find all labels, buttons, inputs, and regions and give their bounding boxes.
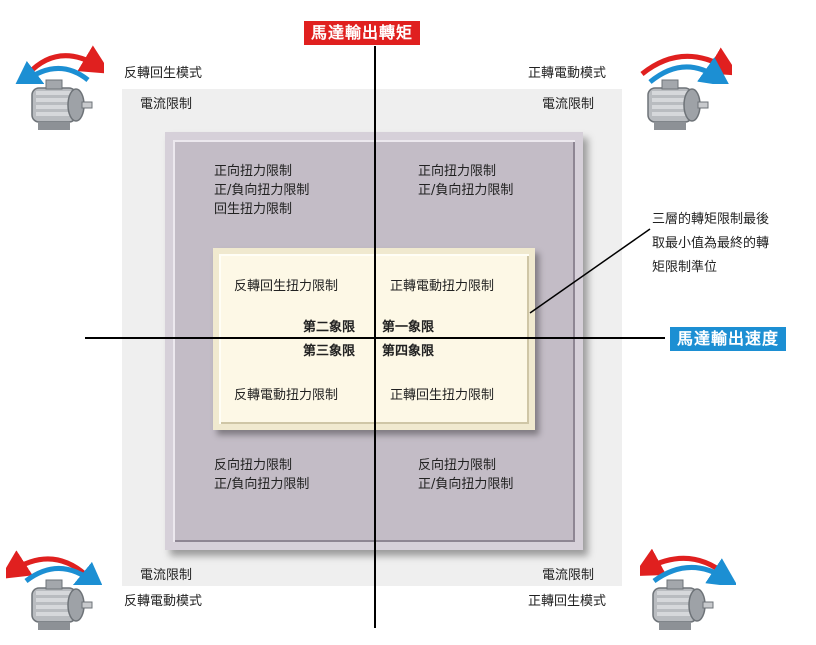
current-limit-top-left: 電流限制 — [140, 97, 193, 112]
torque-limit-line: 反向扭力限制 — [214, 458, 293, 473]
torque-limit-line: 正/負向扭力限制 — [418, 477, 514, 492]
current-limit-bottom-right: 電流限制 — [542, 568, 595, 583]
motor-icon — [647, 79, 709, 130]
rotation-arrows-icon — [6, 550, 102, 585]
torque-limit-block-bottom-left: 反向扭力限制 正/負向扭力限制 — [214, 456, 309, 494]
torque-limit-block-top-right: 正向扭力限制 正/負向扭力限制 — [418, 162, 513, 200]
motor-icon — [31, 579, 93, 630]
annotation-line: 取最小值為最終的轉 — [652, 236, 770, 251]
annotation-leader-line — [529, 228, 651, 314]
torque-axis-label: 馬達輸出轉矩 — [304, 21, 421, 45]
motor-icon — [652, 579, 714, 630]
torque-limit-line: 正/負向扭力限制 — [214, 183, 310, 198]
annotation-line: 矩限制準位 — [652, 260, 718, 275]
torque-limit-line: 正向扭力限制 — [214, 164, 293, 179]
annotation-line: 三層的轉矩限制最後 — [652, 212, 770, 227]
current-limit-bottom-left: 電流限制 — [140, 568, 193, 583]
torque-limit-line: 反向扭力限制 — [418, 458, 497, 473]
current-limit-top-right: 電流限制 — [542, 97, 595, 112]
annotation-text: 三層的轉矩限制最後 取最小值為最終的轉 矩限制準位 — [652, 208, 769, 280]
mode-label-bottom-left: 反轉電動模式 — [124, 594, 203, 609]
mode-label-top-right: 正轉電動模式 — [528, 66, 607, 81]
torque-limit-block-bottom-right: 反向扭力限制 正/負向扭力限制 — [418, 456, 513, 494]
quadrant-4-label: 第四象限 — [382, 344, 435, 359]
mode-label-top-left: 反轉回生模式 — [124, 66, 203, 81]
quadrant-1-label: 第一象限 — [382, 320, 435, 335]
torque-limit-line: 正向扭力限制 — [418, 164, 497, 179]
rotation-arrows-icon — [12, 45, 104, 84]
inner-limit-top-left: 反轉回生扭力限制 — [234, 279, 339, 294]
speed-axis-label: 馬達輸出速度 — [670, 327, 787, 351]
motor-icon — [31, 79, 93, 130]
inner-limit-top-right: 正轉電動扭力限制 — [390, 279, 495, 294]
inner-limit-bottom-left: 反轉電動扭力限制 — [234, 388, 339, 403]
speed-axis-line — [85, 337, 665, 339]
torque-limit-line: 正/負向扭力限制 — [418, 183, 514, 198]
torque-limit-block-top-left: 正向扭力限制 正/負向扭力限制 回生扭力限制 — [214, 162, 309, 219]
quadrant-2-label: 第二象限 — [303, 320, 356, 335]
quadrant-3-label: 第三象限 — [303, 344, 356, 359]
torque-limit-line: 正/負向扭力限制 — [214, 477, 310, 492]
mode-label-bottom-right: 正轉回生模式 — [528, 594, 607, 609]
rotation-arrows-icon — [640, 47, 732, 84]
torque-limit-line: 回生扭力限制 — [214, 202, 293, 217]
rotation-arrows-icon — [640, 548, 736, 585]
inner-limit-bottom-right: 正轉回生扭力限制 — [390, 388, 495, 403]
